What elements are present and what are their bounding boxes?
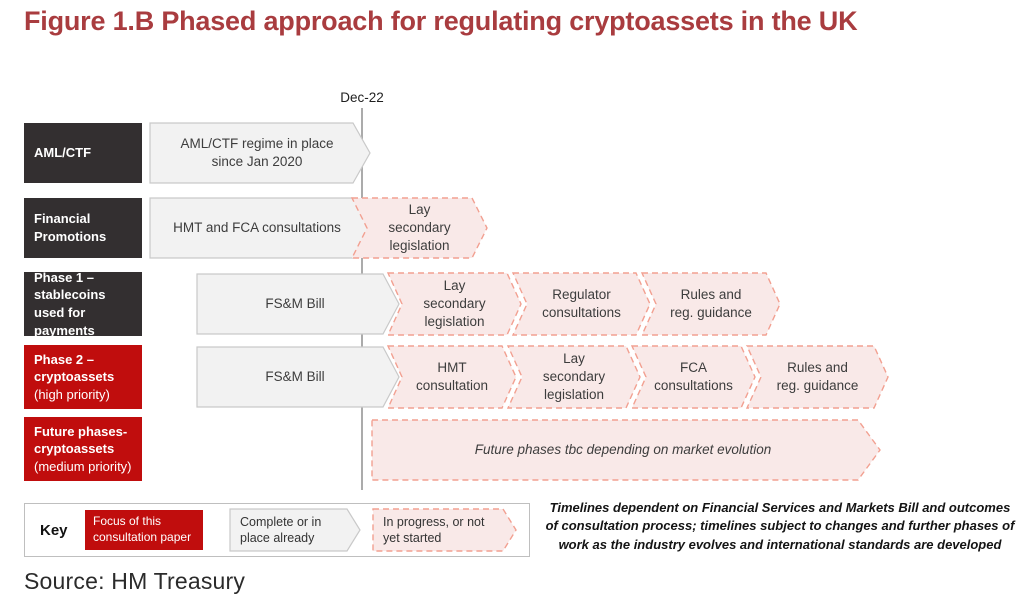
arrow-label: HMT consultation	[415, 360, 489, 393]
row-label-text: AML/CTF	[34, 145, 92, 161]
row-label-text: Phase 1 – stablecoins used for payments	[34, 269, 106, 338]
arrow-label: Rules and reg. guidance	[776, 360, 859, 393]
key-title: Key	[40, 521, 68, 539]
key-item-label: Complete or in place already	[240, 514, 322, 546]
key-item-in-progress: In progress, or not yet started	[372, 508, 517, 552]
chevron-hmt-consultation: HMT consultation	[386, 345, 517, 409]
chevron-lay-secondary-legislation: Lay secondary legislation	[386, 272, 522, 336]
chevron-rules-reg-guidance: Rules and reg. guidance	[640, 272, 781, 336]
arrow-label: AML/CTF regime in place since Jan 2020	[180, 136, 334, 169]
chevron-rules-reg-guidance: Rules and reg. guidance	[745, 345, 889, 409]
chevron-lay-secondary-legislation: Lay secondary legislation	[350, 197, 488, 259]
key-item-label: In progress, or not yet started	[383, 514, 485, 546]
row-label-phase-2: Phase 2 – cryptoassets (high priority)	[24, 345, 142, 409]
row-label-aml-ctf: AML/CTF	[24, 123, 142, 183]
arrow-label: FS&M Bill	[265, 369, 325, 385]
row-label-subtext: (high priority)	[34, 386, 110, 402]
arrow-label: Lay secondary legislation	[542, 351, 606, 402]
row-label-financial-promotions: Financial Promotions	[24, 198, 142, 258]
key-item-focus: Focus of this consultation paper	[85, 510, 203, 550]
row-label-subtext: (medium priority)	[34, 458, 132, 474]
figure-title: Figure 1.B Phased approach for regulatin…	[24, 6, 858, 36]
arrow-fsm-bill-phase2: FS&M Bill	[196, 346, 400, 408]
chevron-regulator-consultations: Regulator consultations	[511, 272, 651, 336]
arrow-label: HMT and FCA consultations	[173, 220, 341, 236]
arrow-label: FS&M Bill	[265, 296, 325, 312]
row-label-phase-1: Phase 1 – stablecoins used for payments	[24, 269, 142, 338]
arrow-label: Rules and reg. guidance	[670, 287, 752, 320]
row-label-text: Phase 2 – cryptoassets	[34, 351, 115, 385]
arrow-label: Regulator consultations	[542, 287, 621, 320]
arrow-label: FCA consultations	[654, 360, 733, 393]
timelines-note: Timelines dependent on Financial Service…	[545, 500, 1015, 552]
arrow-label: Lay secondary legislation	[423, 278, 486, 329]
row-label-future-phases: Future phases- cryptoassets (medium prio…	[24, 417, 142, 481]
arrow-label: Future phases tbc depending on market ev…	[474, 442, 772, 458]
arrow-future-phases: Future phases tbc depending on market ev…	[371, 419, 881, 481]
arrow-hmt-fca-consultations: HMT and FCA consultations	[149, 197, 371, 259]
row-label-text: Financial Promotions	[34, 211, 107, 244]
arrow-label: Lay secondary legislation	[388, 202, 451, 253]
arrow-fsm-bill-phase1: FS&M Bill	[196, 273, 400, 335]
arrow-amlctf-regime: AML/CTF regime in place since Jan 2020	[149, 122, 371, 184]
chevron-lay-secondary-legislation: Lay secondary legislation	[506, 345, 641, 409]
key-item-complete: Complete or in place already	[229, 508, 361, 552]
row-label-text: Future phases- cryptoassets	[34, 423, 128, 457]
chevron-fca-consultations: FCA consultations	[630, 345, 756, 409]
key-item-label: Focus of this consultation paper	[93, 514, 192, 544]
source-caption: Source: HM Treasury	[24, 568, 246, 594]
timeline-date-label: Dec-22	[340, 90, 384, 105]
